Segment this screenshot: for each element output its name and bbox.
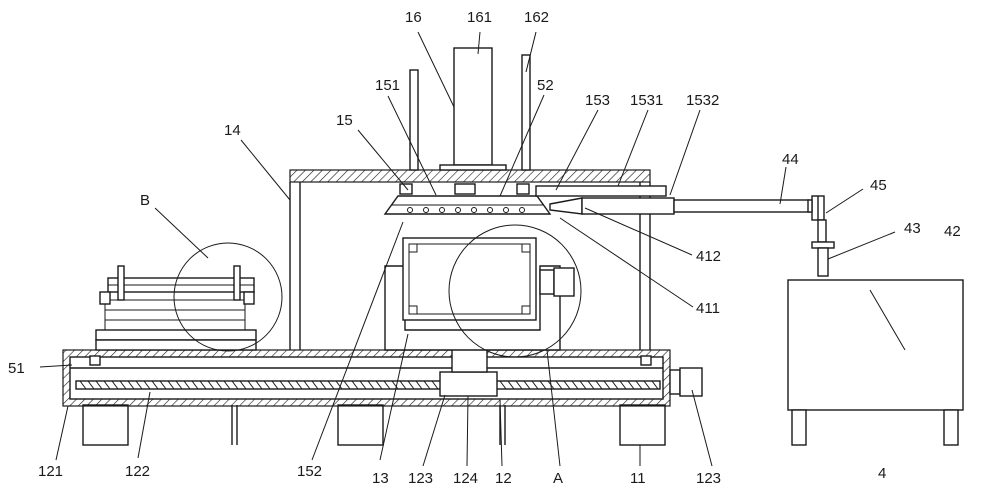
base-legs [82,404,666,446]
left-fixture [95,265,257,351]
label-123-right: 123 [696,470,721,487]
label-12: 12 [495,470,512,487]
label-45: 45 [870,177,887,194]
label-44: 44 [782,151,799,168]
label-121: 121 [38,463,63,480]
label-4: 4 [878,465,886,482]
label-1531: 1531 [630,92,663,109]
label-15: 15 [336,112,353,129]
detail-circle-a [448,224,582,358]
label-42: 42 [944,223,961,240]
spray-head [383,183,667,215]
label-13: 13 [372,470,389,487]
tank [787,279,964,446]
reference-labels: 16 161 162 151 52 153 1531 1532 14 15 44… [8,9,961,487]
label-152: 152 [297,463,322,480]
label-411: 411 [696,300,720,317]
label-151: 151 [375,77,400,94]
label-b: B [140,192,150,209]
label-52: 52 [537,77,554,94]
label-162: 162 [524,9,549,26]
label-161: 161 [467,9,492,26]
label-412: 412 [696,248,721,265]
detail-circle-b [173,242,283,352]
feed-pipe [549,195,835,277]
label-1532: 1532 [686,92,719,109]
label-11: 11 [630,470,646,487]
workpiece-holder [384,237,575,351]
label-51: 51 [8,360,25,377]
cylinder [409,47,531,171]
workbench [62,339,703,407]
label-153: 153 [585,92,610,109]
label-123-left: 123 [408,470,433,487]
leader-lines [39,31,906,467]
label-43: 43 [904,220,921,237]
label-a: A [553,470,563,487]
label-122: 122 [125,463,150,480]
label-124: 124 [453,470,478,487]
label-16: 16 [405,9,422,26]
label-14: 14 [224,122,241,139]
